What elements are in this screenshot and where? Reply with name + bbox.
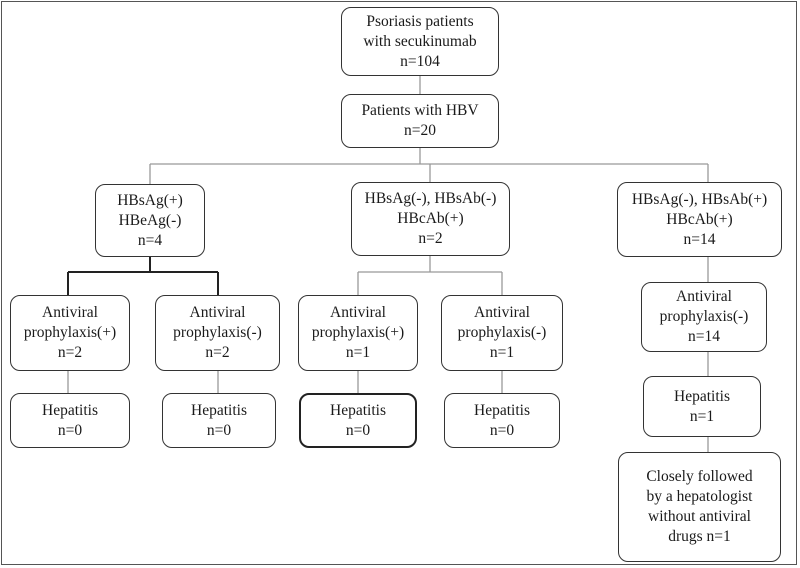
group-3-line-3: n=14 <box>683 230 716 248</box>
hbv-line-2: n=20 <box>404 122 436 139</box>
root-line-2: with secukinumab <box>363 32 477 50</box>
group-1-line-2: HBeAg(-) <box>118 211 182 229</box>
followup-line-4: drugs n=1 <box>668 528 731 545</box>
g1c1-prophylaxis-line-1: Antiviral <box>42 304 98 321</box>
g3c1-hepatitis-line-1: Hepatitis <box>674 387 730 405</box>
g3c1-prophylaxis-line-3: n=14 <box>688 328 720 345</box>
prophylaxis-node-g1-negative: Antiviral prophylaxis(-) n=2 <box>155 295 280 371</box>
hepatitis-node-g2c1: Hepatitis n=0 <box>299 393 417 448</box>
group-2-line-2: HBcAb(+) <box>397 210 464 227</box>
group-node-hbsag-positive: HBsAg(+) HBeAg(-) n=4 <box>95 184 205 257</box>
root-line-3: n=104 <box>400 52 440 70</box>
g3c1-hepatitis-line-2: n=1 <box>689 407 715 425</box>
group-3-line-2: HBcAb(+) <box>666 210 733 228</box>
group-1-line-1: HBsAg(+) <box>117 191 183 209</box>
g2c1-prophylaxis-line-1: Antiviral <box>330 304 386 321</box>
g1c2-hepatitis-line-1: Hepatitis <box>191 401 247 419</box>
g1c1-hepatitis-line-2: n=0 <box>57 421 83 439</box>
g2c2-prophylaxis-line-2: prophylaxis(-) <box>457 324 547 341</box>
g2c1-prophylaxis-line-2: prophylaxis(+) <box>311 324 405 341</box>
g3c1-prophylaxis-line-1: Antiviral <box>676 288 732 305</box>
hbv-line-1: Patients with HBV <box>361 102 479 119</box>
prophylaxis-node-g2-positive: Antiviral prophylaxis(+) n=1 <box>298 295 418 371</box>
prophylaxis-node-g1-positive: Antiviral prophylaxis(+) n=2 <box>10 295 130 371</box>
g1c1-hepatitis-line-1: Hepatitis <box>42 401 98 419</box>
hbv-node: Patients with HBV n=20 <box>341 94 499 148</box>
prophylaxis-node-g3-negative: Antiviral prophylaxis(-) n=14 <box>641 282 767 352</box>
followup-line-3: without antiviral <box>648 508 751 525</box>
group-2-line-1: HBsAg(-), HBsAb(-) <box>364 190 497 207</box>
g1c2-prophylaxis-line-2: prophylaxis(-) <box>173 324 262 341</box>
prophylaxis-node-g2-negative: Antiviral prophylaxis(-) n=1 <box>441 295 563 371</box>
group-1-line-3: n=4 <box>137 231 163 249</box>
hepatitis-node-g3c1: Hepatitis n=1 <box>643 376 761 437</box>
root-node: Psoriasis patients with secukinumab n=10… <box>341 7 499 76</box>
hepatitis-node-g1c1: Hepatitis n=0 <box>10 393 130 448</box>
group-node-hbcab-positive-hbsab-negative: HBsAg(-), HBsAb(-) HBcAb(+) n=2 <box>351 182 510 256</box>
g1c1-prophylaxis-line-3: n=2 <box>57 344 83 361</box>
group-3-line-1: HBsAg(-), HBsAb(+) <box>631 190 768 208</box>
hepatitis-node-g1c2: Hepatitis n=0 <box>162 393 276 448</box>
group-node-hbcab-positive-hbsab-positive: HBsAg(-), HBsAb(+) HBcAb(+) n=14 <box>617 182 782 257</box>
g2c2-prophylaxis-line-1: Antiviral <box>474 304 530 321</box>
g2c1-hepatitis-line-1: Hepatitis <box>330 401 386 419</box>
g2c1-hepatitis-line-2: n=0 <box>345 421 371 439</box>
g3c1-prophylaxis-line-2: prophylaxis(-) <box>659 308 749 325</box>
followup-line-2: by a hepatologist <box>646 488 753 505</box>
g2c2-prophylaxis-line-3: n=1 <box>489 344 515 361</box>
g2c2-hepatitis-line-2: n=0 <box>489 421 515 439</box>
hepatitis-node-g2c2: Hepatitis n=0 <box>444 393 560 448</box>
g2c2-hepatitis-line-1: Hepatitis <box>474 401 530 419</box>
g1c2-hepatitis-line-2: n=0 <box>206 421 232 439</box>
root-line-1: Psoriasis patients <box>366 12 474 30</box>
group-2-line-3: n=2 <box>418 230 443 247</box>
g2c1-prophylaxis-line-3: n=1 <box>345 344 371 361</box>
followup-line-1: Closely followed <box>646 468 753 485</box>
g1c1-prophylaxis-line-2: prophylaxis(+) <box>23 324 117 341</box>
followup-node: Closely followed by a hepatologist witho… <box>618 452 781 562</box>
g1c2-prophylaxis-line-1: Antiviral <box>189 304 246 321</box>
g1c2-prophylaxis-line-3: n=2 <box>205 344 230 361</box>
